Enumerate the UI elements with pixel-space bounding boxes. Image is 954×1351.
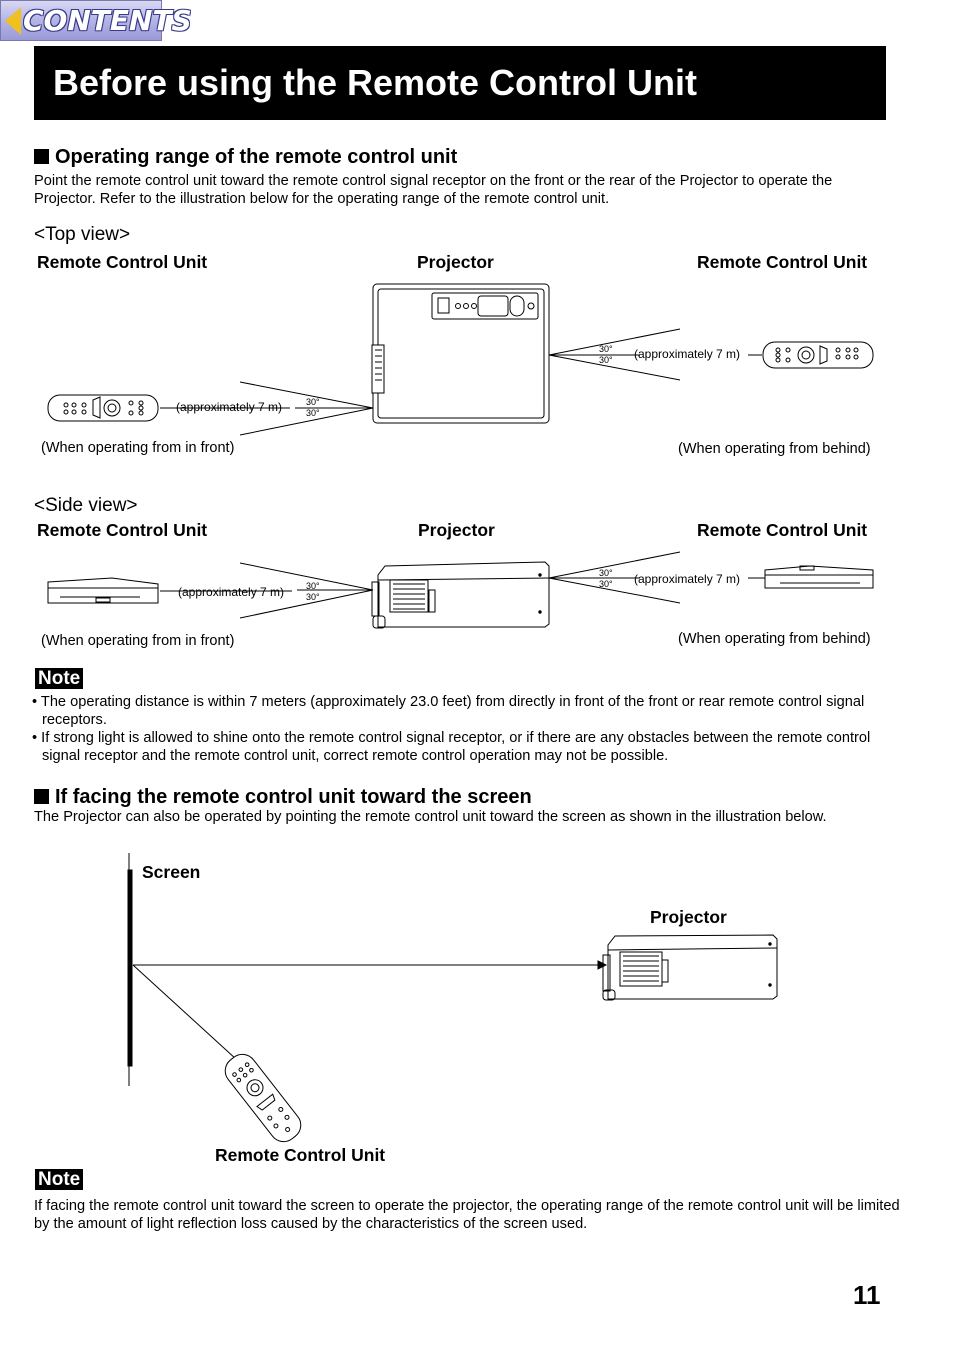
square-bullet-icon <box>34 149 49 164</box>
remote-control-angled-icon <box>224 1053 302 1143</box>
top-caption-behind: (When operating from behind) <box>678 441 871 457</box>
note-badge-text: Note <box>35 1169 84 1190</box>
top-angle-right-lower: 30° <box>599 355 613 365</box>
top-left-remote-label: Remote Control Unit <box>37 252 208 272</box>
note-badge: Note <box>35 668 84 690</box>
section-heading-text: If facing the remote control unit toward… <box>55 786 532 808</box>
top-right-remote-label: Remote Control Unit <box>697 252 868 272</box>
note-list: • The operating distance is within 7 met… <box>32 693 892 765</box>
section-heading-operating-range: Operating range of the remote control un… <box>34 146 457 169</box>
section-heading-screen: If facing the remote control unit toward… <box>34 786 532 809</box>
top-caption-front: (When operating from in front) <box>41 440 235 456</box>
note-item: • The operating distance is within 7 met… <box>32 694 865 728</box>
screen-projector-label: Projector <box>650 907 727 927</box>
side-angle-right-upper: 30° <box>599 568 613 578</box>
remote-control-side-view-icon <box>47 577 159 604</box>
page-title-bar: Before using the Remote Control Unit <box>34 46 886 120</box>
contents-label: CONTENTS <box>23 4 192 37</box>
remote-control-side-view-icon <box>764 565 874 589</box>
page-title: Before using the Remote Control Unit <box>53 62 698 103</box>
note-item-text: The operating distance is within 7 meter… <box>40 694 865 728</box>
side-caption-front: (When operating from in front) <box>41 633 235 649</box>
section-body: Point the remote control unit toward the… <box>34 173 833 207</box>
projector-top-view-icon <box>371 283 550 424</box>
side-view-heading: <Side view> <box>34 495 138 516</box>
contents-button[interactable]: CONTENTS <box>0 0 192 41</box>
side-projector-label: Projector <box>418 520 495 540</box>
note-badge-text: Note <box>35 668 84 689</box>
note-item-text: If strong light is allowed to shine onto… <box>41 730 871 764</box>
side-caption-behind: (When operating from behind) <box>678 631 871 647</box>
screen-label: Screen <box>142 862 201 882</box>
side-angle-left-upper: 30° <box>306 581 320 591</box>
note-item: • If strong light is allowed to shine on… <box>32 730 871 764</box>
square-bullet-icon <box>34 789 49 804</box>
top-distance-left: (approximately 7 m) <box>176 400 282 414</box>
screen-remote-label: Remote Control Unit <box>215 1145 386 1165</box>
note-2-text: If facing the remote control unit toward… <box>34 1198 900 1232</box>
page-number: 11 <box>853 1280 881 1310</box>
side-distance-left: (approximately 7 m) <box>178 585 284 599</box>
side-angle-right-lower: 30° <box>599 579 613 589</box>
section-heading-text: Operating range of the remote control un… <box>55 146 458 168</box>
side-distance-right: (approximately 7 m) <box>634 572 740 586</box>
projector-side-view-icon <box>602 934 778 1001</box>
top-angle-right-upper: 30° <box>599 344 613 354</box>
note-badge-2: Note <box>35 1169 84 1191</box>
side-right-remote-label: Remote Control Unit <box>697 520 868 540</box>
back-arrow-icon <box>5 7 21 35</box>
top-angle-left-lower: 30° <box>306 408 320 418</box>
side-angle-left-lower: 30° <box>306 592 320 602</box>
screen-icon <box>127 869 133 1067</box>
section-body-screen: The Projector can also be operated by po… <box>34 809 827 825</box>
top-distance-right: (approximately 7 m) <box>634 347 740 361</box>
remote-control-top-view-icon <box>47 394 159 422</box>
top-view-heading: <Top view> <box>34 224 131 245</box>
projector-side-view-icon <box>371 561 550 629</box>
remote-control-top-view-icon <box>762 341 874 369</box>
side-left-remote-label: Remote Control Unit <box>37 520 208 540</box>
top-projector-label: Projector <box>417 252 494 272</box>
top-angle-left-upper: 30° <box>306 397 320 407</box>
